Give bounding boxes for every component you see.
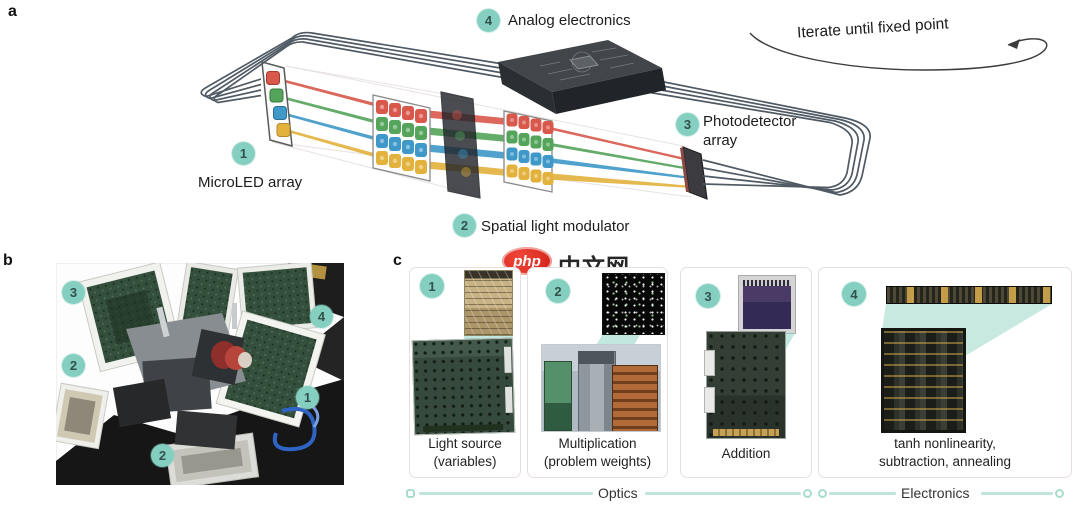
marker-2-slm: 2 xyxy=(453,214,476,237)
card-4-caption-line1: tanh nonlinearity, xyxy=(894,436,996,451)
card-addition: 3 Addition xyxy=(680,267,812,478)
label-microled-array: MicroLED array xyxy=(198,174,303,191)
light-source-photo xyxy=(411,337,516,436)
optics-end-marker xyxy=(803,489,812,498)
panel-b-letter: b xyxy=(3,252,13,269)
card-1-number: 1 xyxy=(420,274,444,298)
panel-a-letter: a xyxy=(8,3,17,20)
marker-4-analog: 4 xyxy=(477,9,500,32)
label-photodetector-line1: Photodetector xyxy=(703,113,797,130)
label-analog-electronics: Analog electronics xyxy=(508,12,631,29)
electronics-photo xyxy=(881,328,966,433)
card-electronics: 4 tanh nonlinearity, subtraction, anneal… xyxy=(818,267,1072,478)
card-2-caption-line2: (problem weights) xyxy=(543,454,652,469)
card-4-caption-line2: subtraction, annealing xyxy=(878,454,1012,469)
label-spatial-light-modulator: Spatial light modulator xyxy=(481,218,630,235)
label-photodetector-line2: array xyxy=(703,132,738,149)
card-3-caption-line1: Addition xyxy=(721,446,771,461)
marker-3-photodetector: 3 xyxy=(676,113,699,136)
microled-array-graphic xyxy=(261,60,293,148)
optics-line-left xyxy=(419,492,593,495)
feedback-wires xyxy=(200,31,871,196)
marker-1-microled: 1 xyxy=(232,142,255,165)
optics-label: Optics xyxy=(598,485,638,501)
lens-array-graphic xyxy=(372,94,431,182)
card-1-caption: Light source (variables) xyxy=(410,435,520,471)
card-1-caption-line2: (variables) xyxy=(433,454,497,469)
multiplication-photo xyxy=(541,344,661,432)
card-4-number: 4 xyxy=(842,282,866,306)
addition-inset-photo xyxy=(739,276,795,333)
card-3-caption: Addition xyxy=(681,445,811,463)
electronics-line-left xyxy=(829,492,896,495)
photo-marker-4: 4 xyxy=(310,305,333,328)
panel-c-letter: c xyxy=(393,252,402,269)
card-1-caption-line1: Light source xyxy=(428,436,502,451)
card-3-number: 3 xyxy=(696,284,720,308)
experimental-setup-photo xyxy=(56,263,344,485)
photo-marker-1: 1 xyxy=(296,386,319,409)
card-4-caption: tanh nonlinearity, subtraction, annealin… xyxy=(819,435,1071,471)
photodetector-graphic xyxy=(680,146,708,200)
axis-start-marker xyxy=(406,489,415,498)
electronics-inset-photo xyxy=(886,286,1052,304)
analog-electronics-box xyxy=(498,40,666,114)
multiplication-inset-photo xyxy=(602,273,665,335)
electronics-start-marker xyxy=(818,489,827,498)
slm-panel-graphic xyxy=(440,91,481,199)
photo-marker-2a: 2 xyxy=(62,354,85,377)
electronics-line-right xyxy=(981,492,1053,495)
card-2-caption-line1: Multiplication xyxy=(558,436,637,451)
card-2-caption: Multiplication (problem weights) xyxy=(528,435,667,471)
card-light-source: 1 Light source (variables) xyxy=(409,267,521,478)
card-2-number: 2 xyxy=(546,279,570,303)
electronics-label: Electronics xyxy=(901,485,970,501)
light-source-inset-photo xyxy=(464,270,513,336)
card-multiplication: 2 Multiplication (problem weights) xyxy=(527,267,668,478)
photo-marker-2b: 2 xyxy=(151,444,174,467)
axis-end-marker xyxy=(1055,489,1064,498)
optical-schematic-graphic xyxy=(200,31,1048,200)
modulated-array-graphic xyxy=(503,110,554,193)
label-photodetector: Photodetector array xyxy=(703,112,796,150)
optics-line-right xyxy=(645,492,801,495)
iterate-loop-arrow xyxy=(749,32,1048,71)
photo-marker-3: 3 xyxy=(62,281,85,304)
addition-photo xyxy=(704,331,786,439)
